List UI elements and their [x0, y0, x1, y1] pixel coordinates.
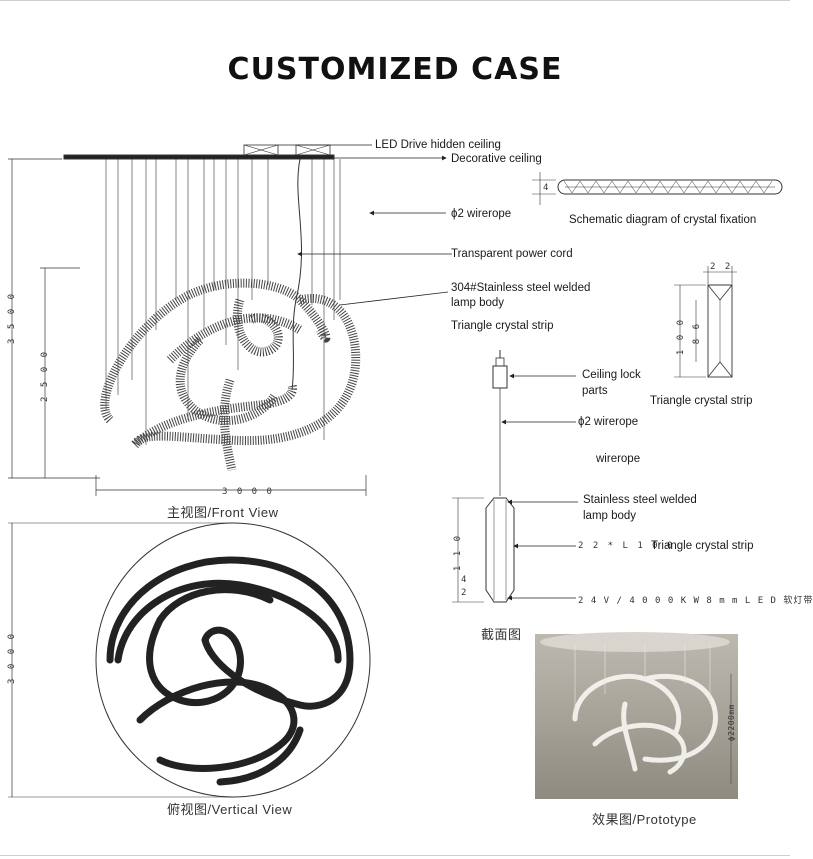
dim-strip-100: 1 0 0	[676, 318, 686, 356]
dim-section-2: 2	[461, 588, 469, 598]
top-rule	[0, 0, 790, 1]
led-drive-label: LED Drive hidden ceiling	[375, 139, 501, 151]
wirerope-mid-label: ϕ2 wirerope	[578, 416, 639, 428]
front-view	[8, 144, 367, 496]
section-caption: 截面图	[481, 627, 522, 642]
lamp-body-label-2: lamp body	[451, 297, 505, 309]
prototype-photo: ϕ2200mm	[535, 632, 738, 799]
l100-label: Triangle crystal strip	[651, 540, 754, 552]
photo-dimension: ϕ2200mm	[727, 704, 736, 742]
front-view-caption: 主视图/Front View	[167, 505, 279, 520]
vertical-rings	[106, 556, 354, 786]
dim-strip-86: 8 6	[692, 322, 702, 345]
technical-drawing	[8, 144, 783, 798]
wirerope-label: ϕ2 wirerope	[451, 208, 512, 220]
dim-3000-width: 3 0 0 0	[222, 487, 274, 497]
ss-lamp-label-2: lamp body	[583, 510, 637, 522]
crystal-fixation-schematic	[532, 172, 783, 205]
vertical-view-caption: 俯视图/Vertical View	[167, 802, 293, 817]
dim-section-110: 1 1 0	[453, 534, 463, 572]
wirerope-low-label: wirerope	[596, 453, 641, 465]
triangle-strip-detail	[674, 266, 737, 378]
ceiling-lock-label-2: parts	[582, 385, 608, 397]
lamp-body-label: 304#Stainless steel welded	[451, 282, 591, 294]
decorative-ceiling-plate	[63, 154, 335, 160]
section-drawing	[452, 350, 515, 603]
section-leaders	[501, 373, 578, 601]
dim-3000-diameter: 3 0 0 0	[7, 632, 17, 684]
leader-lines	[278, 144, 452, 306]
dim-2500: 2 5 0 0	[40, 350, 50, 402]
dim-fix-4: 4	[543, 183, 551, 193]
ss-lamp-label: Stainless steel welded	[583, 494, 697, 506]
led-spec: 2 4 V / 4 0 0 0 K W 8 m m L E D 软灯带	[578, 596, 813, 606]
dim-3500: 3 5 0 0	[7, 292, 17, 344]
ceiling-lock-label: Ceiling lock	[582, 369, 641, 381]
triangle-strip-right-label: Triangle crystal strip	[650, 395, 753, 407]
schematic-label: Schematic diagram of crystal fixation	[569, 214, 757, 226]
page-title: CUSTOMIZED CASE	[227, 52, 563, 87]
dim-section-4: 4	[461, 575, 469, 585]
triangle-strip-label: Triangle crystal strip	[451, 320, 554, 332]
bottom-rule	[0, 855, 790, 856]
decorative-ceiling-label: Decorative ceiling	[451, 153, 542, 165]
vertical-view	[8, 522, 371, 798]
wire-ropes	[105, 159, 341, 445]
prototype-caption: 效果图/Prototype	[592, 812, 697, 827]
prototype-chandelier	[540, 632, 732, 784]
dim-strip-22: 2 2	[710, 262, 733, 272]
led-driver-box	[243, 144, 279, 156]
l100-code: 2 2 * L 1 0 0	[578, 541, 675, 551]
crystal-rings	[100, 278, 361, 472]
power-cord-label: Transparent power cord	[451, 248, 573, 260]
